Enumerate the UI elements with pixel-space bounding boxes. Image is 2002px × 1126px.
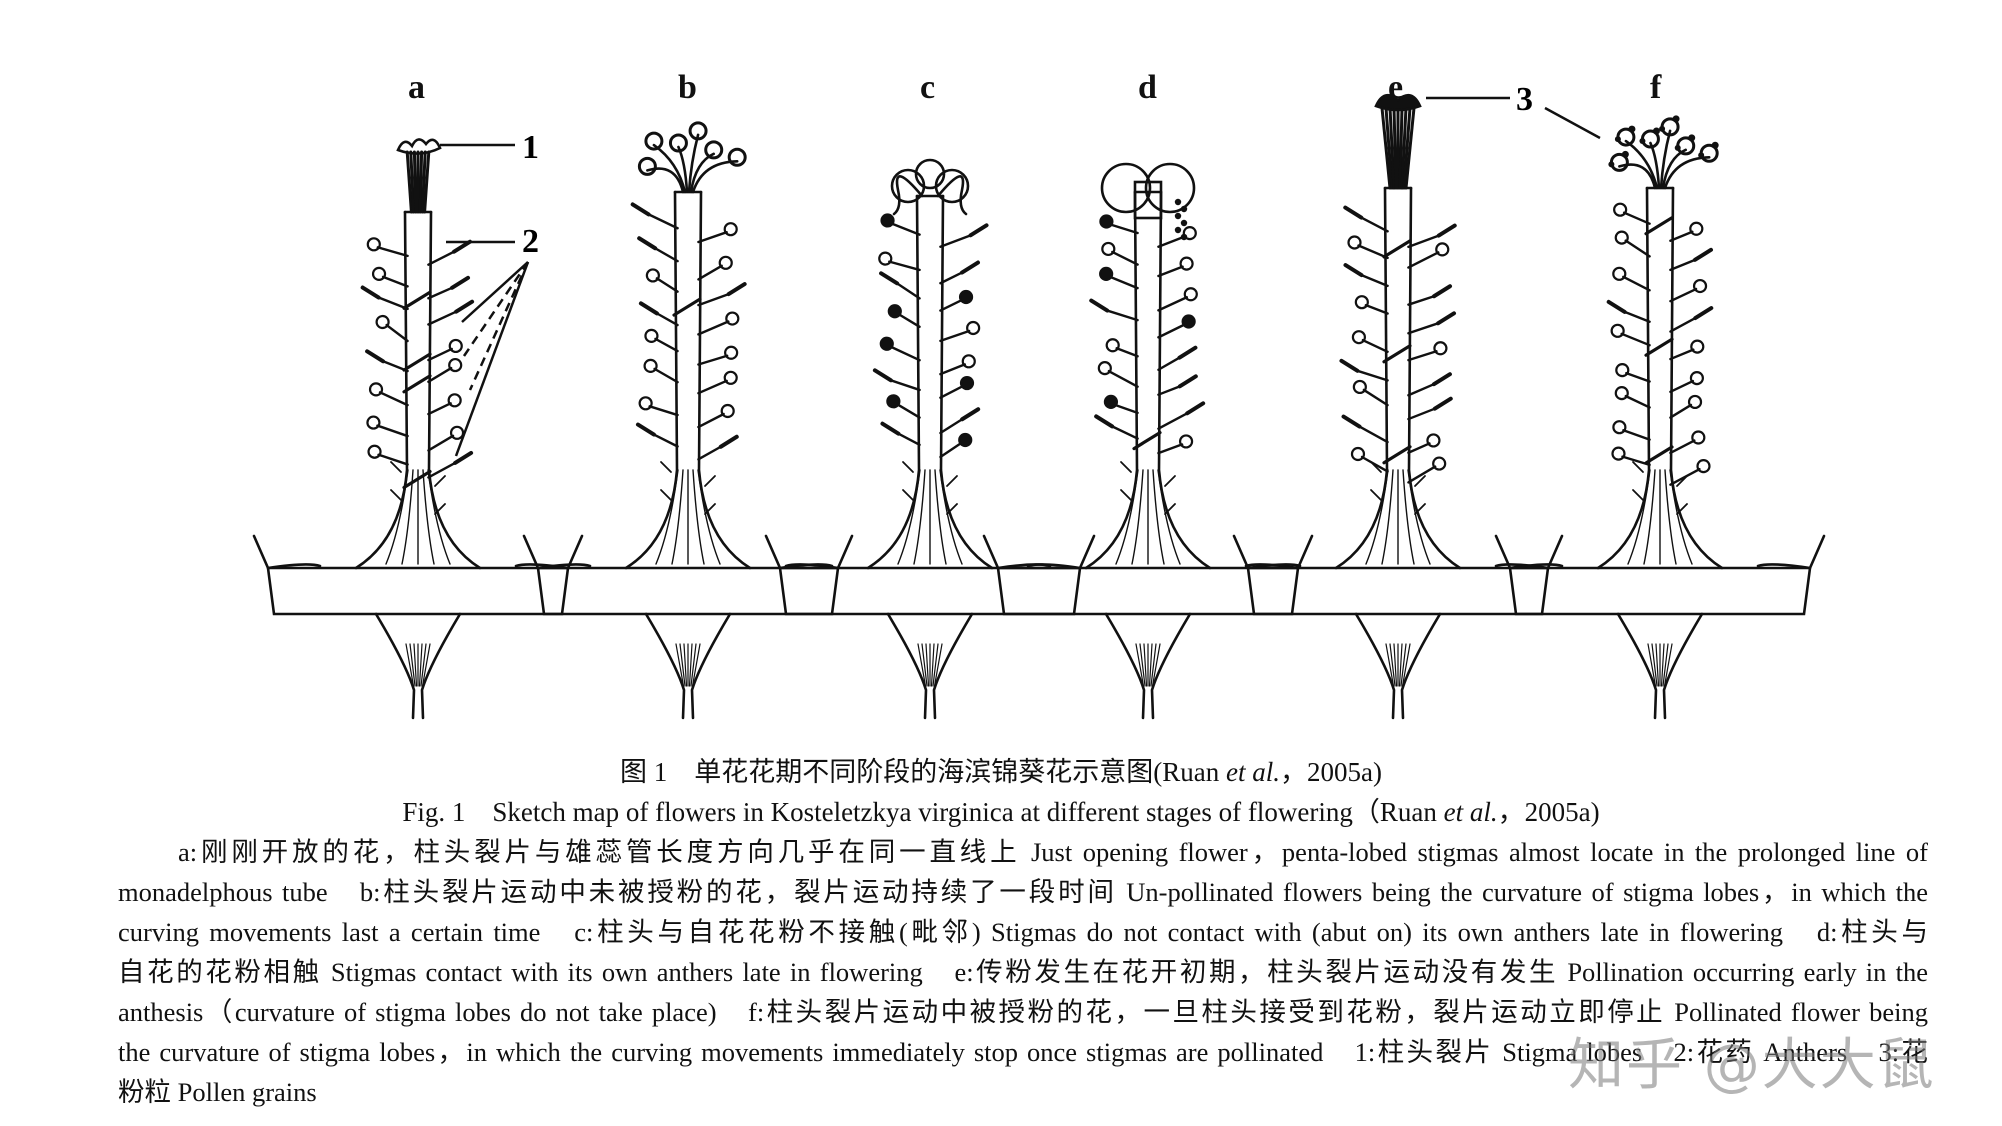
callout-leader-lines [440,96,1601,457]
legend-line-1: a:刚刚开放的花，柱头裂片与雄蕊管长度方向几乎在同一直线上 Just openi… [178,837,1928,867]
flower-panel-c: c [764,69,1096,720]
flower-panel-a: a [252,69,584,720]
caption-english: Fig. 1 Sketch map of flowers in Kostelet… [402,797,1600,827]
callout-2-label: 2 [522,223,539,260]
legend-line-4: 自花的花粉相触 Stigmas contact with its own ant… [118,957,1928,987]
panel-label-f: f [1650,69,1662,106]
callout-1-label: 1 [522,129,539,166]
flower-panel-e: e [1232,69,1564,720]
panel-label-b: b [678,69,697,106]
flower-panels: a b c d e f [252,69,1826,720]
legend-line-7: 粉粒 Pollen grains [118,1077,317,1107]
callout-3-label: 3 [1516,81,1533,118]
watermark: 知乎 @大大鼠 [1568,1033,1936,1098]
legend-line-6: the curvature of stigma lobes，in which t… [118,1037,1928,1067]
panel-label-c: c [920,69,935,106]
legend-line-5: anthesis（curvature of stigma lobes do no… [118,997,1928,1027]
panel-label-d: d [1138,69,1157,106]
flower-panel-b: b [522,69,854,720]
caption-chinese: 图 1 单花花期不同阶段的海滨锦葵花示意图(Ruan et al.，2005a) [620,757,1382,787]
flower-stage-figure: a b c d e f 1 2 3 [252,69,1826,720]
legend-line-3: curving movements last a certain time c:… [118,917,1928,947]
callout-labels: 1 2 3 [440,81,1601,457]
legend-line-2: monadelphous tube b:柱头裂片运动中未被授粉的花，裂片运动持续… [118,877,1928,907]
flower-panel-d: d [982,69,1314,720]
panel-label-a: a [408,69,425,106]
flower-panel-f: f [1494,69,1826,720]
